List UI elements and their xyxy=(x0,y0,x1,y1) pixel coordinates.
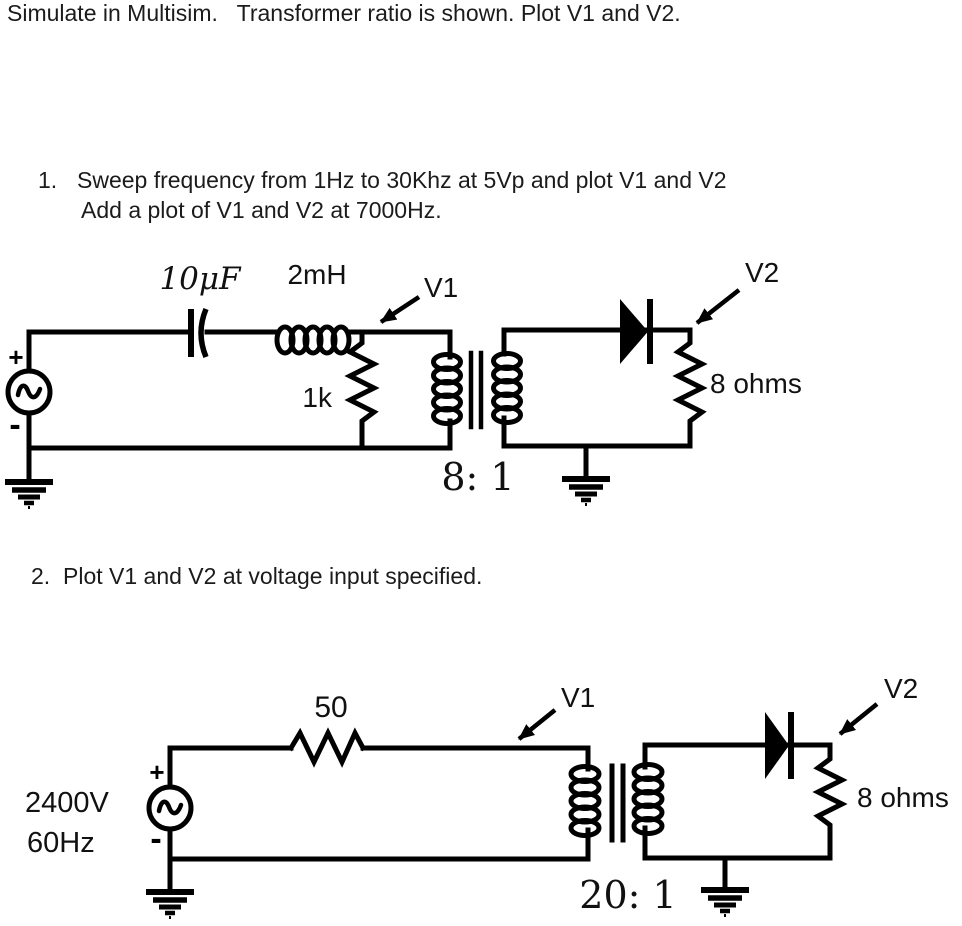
ground-icon xyxy=(146,892,194,919)
circuit2-wires xyxy=(167,742,833,893)
transformer-ratio-label: 8: 1 xyxy=(441,455,514,499)
item1-line1: Sweep frequency from 1Hz to 30Khz at 5Vp… xyxy=(77,167,727,193)
inductor-symbol xyxy=(274,324,352,356)
resistor-1k-value-label: 1k xyxy=(302,382,333,413)
page-title: Simulate in Multisim. Transformer ratio … xyxy=(7,0,681,26)
circuit1-schematic: + - 10μF 2mH 1k xyxy=(0,257,802,520)
transformer-icon xyxy=(568,762,665,843)
probe-v1-arrow xyxy=(379,295,421,324)
probe-v2-label: V2 xyxy=(745,257,779,288)
transformer-ratio-label: 20: 1 xyxy=(579,873,676,917)
item2-number: 2. xyxy=(31,563,51,589)
resistor-1k-symbol xyxy=(344,329,380,451)
probe-v2-arrow xyxy=(838,702,879,736)
transformer-primary-winding xyxy=(431,352,463,426)
load-value-label: 8 ohms xyxy=(857,782,949,813)
source-minus-sign: - xyxy=(9,406,20,444)
source-frequency-label: 60Hz xyxy=(27,827,95,859)
probe-v1-label: V1 xyxy=(424,272,458,303)
diode-icon xyxy=(620,299,653,364)
capacitor-value-label: 10μF xyxy=(159,261,242,297)
transformer-secondary-winding xyxy=(491,351,523,425)
probe-v1-arrow xyxy=(517,708,557,741)
circuit2-schematic: + - 2400V 60Hz 50 xyxy=(25,673,949,926)
circuit1-wires xyxy=(26,327,693,483)
item2-line1: Plot V1 and V2 at voltage input specifie… xyxy=(63,563,483,589)
ground-icon xyxy=(701,890,749,917)
source-minus-sign: - xyxy=(150,820,161,858)
probe-v2-label: V2 xyxy=(884,673,918,704)
load-resistor-symbol xyxy=(812,742,848,861)
source-plus-sign: + xyxy=(8,342,23,372)
transformer-secondary-winding xyxy=(631,762,665,836)
item1-number: 1. xyxy=(38,167,58,193)
capacitor-symbol xyxy=(188,307,209,359)
item1-line2: Add a plot of V1 and V2 at 7000Hz. xyxy=(81,197,442,223)
ac-source-icon: + - xyxy=(8,342,50,444)
load-resistor-symbol xyxy=(672,327,708,449)
transformer-primary-winding xyxy=(568,764,602,838)
source-voltage-label: 2400V xyxy=(25,787,110,819)
transformer-icon xyxy=(431,350,523,430)
series-resistor-symbol xyxy=(287,727,367,768)
source-plus-sign: + xyxy=(149,757,164,787)
probe-v1-label: V1 xyxy=(561,682,595,713)
ground-icon xyxy=(562,479,610,506)
ac-source-icon: + - xyxy=(149,757,191,858)
inductor-value-label: 2mH xyxy=(287,259,346,290)
diode-icon xyxy=(765,712,794,779)
load-value-label: 8 ohms xyxy=(710,368,802,399)
ground-icon xyxy=(5,482,53,509)
series-resistor-value-label: 50 xyxy=(314,691,347,724)
probe-v2-arrow xyxy=(695,288,741,325)
